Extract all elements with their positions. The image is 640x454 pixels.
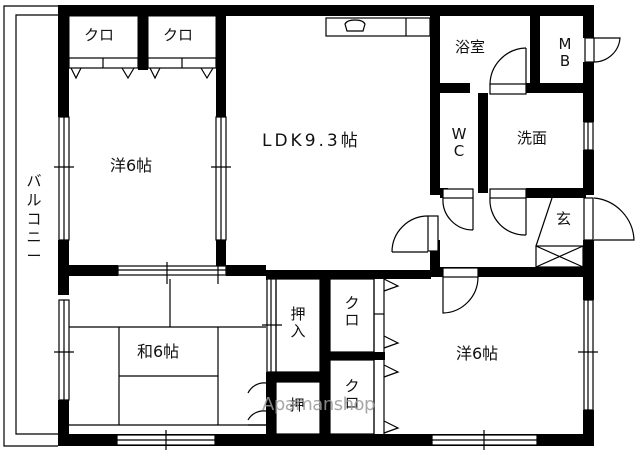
- room-label-oshiire: 押入: [290, 305, 306, 341]
- interior-walls: [58, 5, 594, 446]
- room-label-washroom: 洗面: [517, 129, 548, 147]
- closet-bifold-markers: [275, 278, 400, 435]
- room-label-japanese-room: 和6帖: [137, 342, 180, 361]
- room-label-wc: WC: [451, 125, 467, 161]
- room-label-western-room-2: 洋6帖: [456, 344, 499, 363]
- room-label-ldk: LDK9.3帖: [262, 131, 361, 151]
- windows: [54, 116, 598, 450]
- room-label-balcony: バルコニー: [26, 172, 42, 265]
- balcony-outline: [3, 5, 58, 447]
- tatami-lines: [69, 279, 266, 426]
- room-label-entrance: 玄: [556, 210, 572, 228]
- door-swings: [247, 37, 635, 426]
- room-label-closet-4: クロ: [344, 377, 360, 413]
- room-label-western-room-1: 洋6帖: [110, 156, 153, 175]
- kitchen-counter: [325, 17, 431, 37]
- room-label-closet-1: クロ: [84, 26, 115, 44]
- room-label-meter-box: MB: [558, 35, 572, 71]
- room-label-bathroom: 浴室: [455, 38, 486, 56]
- watermark-text: Apamanshop: [262, 394, 375, 415]
- room-label-oshiire-small: 押: [289, 396, 305, 414]
- room-outlines: [68, 15, 217, 59]
- room-label-closet-2: クロ: [163, 26, 194, 44]
- room-label-closet-3: クロ: [344, 294, 360, 330]
